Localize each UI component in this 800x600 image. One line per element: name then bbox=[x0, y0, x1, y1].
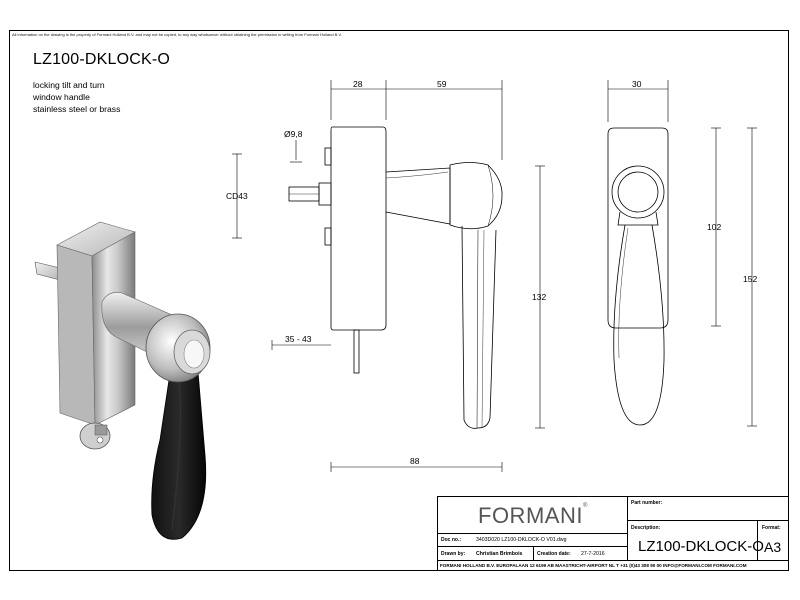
logo-cell: FORMANI® bbox=[438, 497, 628, 534]
dim-102: 102 bbox=[707, 222, 721, 232]
drawn-by-label: Drawn by: bbox=[441, 551, 466, 557]
dim-28: 28 bbox=[353, 79, 363, 89]
formani-logo: FORMANI® bbox=[478, 503, 588, 528]
dim-152: 152 bbox=[743, 274, 757, 284]
side-view bbox=[288, 126, 503, 429]
title-block: FORMANI® Part number: Description: LZ100… bbox=[437, 496, 789, 571]
format-label: Format: bbox=[762, 525, 781, 531]
description-line-1: locking tilt and turn bbox=[33, 80, 105, 90]
drawing-frame bbox=[9, 30, 789, 571]
dim-35-43: 35 - 43 bbox=[285, 334, 312, 344]
creation-date-label: Creation date: bbox=[537, 551, 571, 557]
description-label: Description: bbox=[631, 525, 661, 531]
footer-cell: FORMANI HOLLAND B.V. EUROPALAAN 12 6199 … bbox=[438, 561, 788, 570]
doc-no-label: Doc no.: bbox=[441, 537, 461, 543]
dim-cd43: CD43 bbox=[226, 191, 248, 201]
dim-30: 30 bbox=[632, 79, 642, 89]
doc-no-value: 3403D020 LZ100-DKLOCK-O V01.dwg bbox=[476, 537, 567, 543]
drawn-by-value: Christian Brimbois bbox=[476, 551, 523, 557]
description-value: LZ100-DKLOCK-O bbox=[638, 538, 764, 555]
doc-no-cell: Doc no.: 3403D020 LZ100-DKLOCK-O V01.dwg bbox=[438, 534, 628, 547]
creation-date-value: 27-7-2016 bbox=[581, 551, 605, 557]
dim-diameter: Ø9,8 bbox=[284, 129, 303, 139]
front-view bbox=[607, 127, 669, 426]
dimension-labels: 28 59 30 Ø9,8 CD43 35 - 43 132 102 152 8… bbox=[226, 79, 757, 466]
description-line-3: stainless steel or brass bbox=[33, 104, 121, 114]
format-value: A3 bbox=[764, 539, 782, 555]
company-address: FORMANI HOLLAND B.V. EUROPALAAN 12 6199 … bbox=[440, 563, 747, 568]
product-title: LZ100-DKLOCK-O bbox=[33, 51, 171, 68]
format-cell: Format: A3 bbox=[758, 521, 788, 561]
description-line-2: window handle bbox=[33, 92, 90, 102]
dim-59: 59 bbox=[437, 79, 447, 89]
part-number-label: Part number: bbox=[631, 500, 663, 506]
drawn-by-cell: Drawn by: Christian Brimbois Creation da… bbox=[438, 547, 628, 561]
copyright-notice: All information on the drawing is the pr… bbox=[12, 32, 342, 37]
dim-88: 88 bbox=[410, 456, 420, 466]
dimension-lines bbox=[232, 80, 757, 472]
description-cell: Description: LZ100-DKLOCK-O bbox=[628, 521, 764, 561]
product-description: locking tilt and turn window handle stai… bbox=[33, 79, 120, 115]
dim-132: 132 bbox=[532, 292, 546, 302]
handle-3d-render bbox=[34, 221, 211, 540]
part-number-cell: Part number: bbox=[628, 497, 788, 521]
